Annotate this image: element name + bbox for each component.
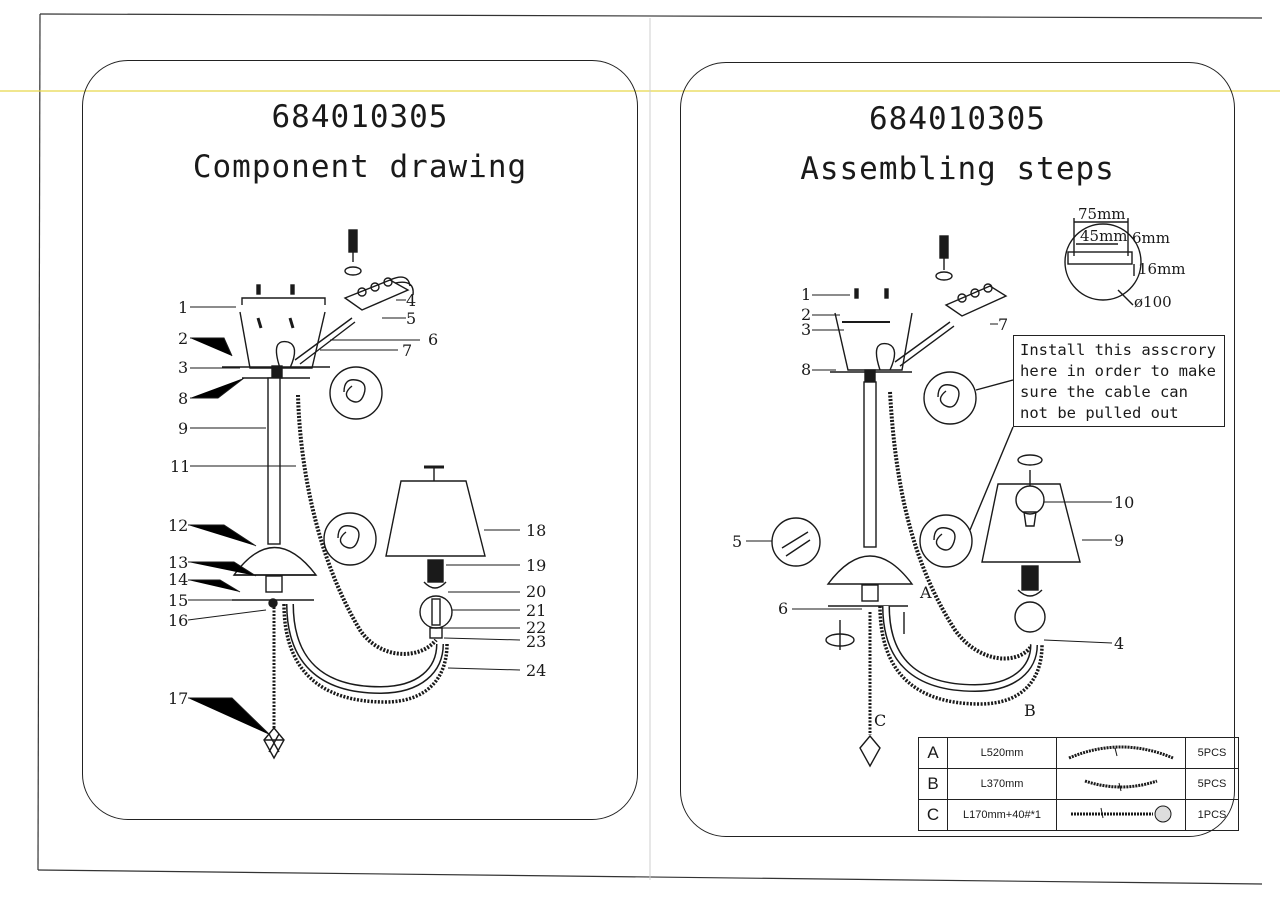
label-22: 22 [526, 618, 546, 637]
label-4: 4 [406, 291, 416, 310]
label-14: 14 [168, 570, 188, 589]
label-8: 8 [801, 360, 811, 379]
part-length: L370mm [947, 768, 1057, 800]
label-5: 5 [406, 309, 416, 328]
part-illustration [1056, 799, 1186, 831]
label-20: 20 [526, 582, 546, 601]
label-C: C [874, 711, 886, 730]
label-17: 17 [168, 689, 188, 708]
label-7: 7 [998, 315, 1008, 334]
part-quantity: 1PCS [1185, 799, 1239, 831]
label-2: 2 [801, 305, 811, 324]
dim-diameter: ø100 [1134, 293, 1172, 311]
model-number: 684010305 [869, 101, 1046, 137]
table-row: B L370mm 5PCS [918, 768, 1239, 800]
note-line: not be pulled out [1020, 404, 1179, 422]
label-11: 11 [170, 457, 190, 476]
label-10: 10 [1114, 493, 1134, 512]
label-12: 12 [168, 516, 188, 535]
label-A: A [919, 583, 932, 602]
parts-table: A L520mm 5PCS B L370mm 5PCS C L170mm+40#… [918, 737, 1239, 831]
label-B: B [1024, 701, 1036, 720]
label-7: 7 [402, 341, 412, 360]
label-2: 2 [178, 329, 188, 348]
label-18: 18 [526, 521, 546, 540]
panel-title: Component drawing [192, 149, 528, 185]
note-line: Install this asscrory [1020, 341, 1216, 359]
part-illustration [1056, 737, 1186, 769]
dim-75mm: 75mm [1078, 205, 1126, 223]
table-row: A L520mm 5PCS [918, 737, 1239, 769]
label-6: 6 [428, 330, 438, 349]
label-1: 1 [801, 285, 811, 304]
label-13: 13 [168, 553, 188, 572]
dim-16mm: 16mm [1138, 260, 1186, 278]
part-quantity: 5PCS [1185, 768, 1239, 800]
label-3: 3 [178, 358, 188, 377]
component-drawing-panel: 684010305 Component drawing [82, 60, 638, 820]
dim-45mm: 45mm [1080, 227, 1128, 245]
assembling-steps-panel: 684010305 Assembling steps [680, 62, 1235, 837]
label-23: 23 [526, 632, 546, 651]
dim-6mm: 6mm [1132, 229, 1170, 247]
part-key: B [918, 768, 948, 800]
label-9: 9 [1114, 531, 1124, 550]
model-number: 684010305 [271, 99, 449, 135]
label-8: 8 [178, 389, 188, 408]
part-key: C [918, 799, 948, 831]
label-3: 3 [801, 320, 811, 339]
label-15: 15 [168, 591, 188, 610]
part-key: A [918, 737, 948, 769]
part-quantity: 5PCS [1185, 737, 1239, 769]
part-illustration [1056, 768, 1186, 800]
label-1: 1 [178, 298, 188, 317]
label-9: 9 [178, 419, 188, 438]
part-length: L520mm [947, 737, 1057, 769]
label-4: 4 [1114, 634, 1124, 653]
part-length: L170mm+40#*1 [947, 799, 1057, 831]
label-6: 6 [778, 599, 788, 618]
label-24: 24 [526, 661, 546, 680]
install-note-box: Install this asscrory here in order to m… [1013, 335, 1225, 427]
note-line: sure the cable can [1020, 383, 1188, 401]
label-5: 5 [732, 532, 742, 551]
label-21: 21 [526, 601, 546, 620]
note-line: here in order to make [1020, 362, 1216, 380]
label-16: 16 [168, 611, 188, 630]
table-row: C L170mm+40#*1 1PCS [918, 799, 1239, 831]
label-19: 19 [526, 556, 546, 575]
panel-title: Assembling steps [800, 151, 1115, 187]
